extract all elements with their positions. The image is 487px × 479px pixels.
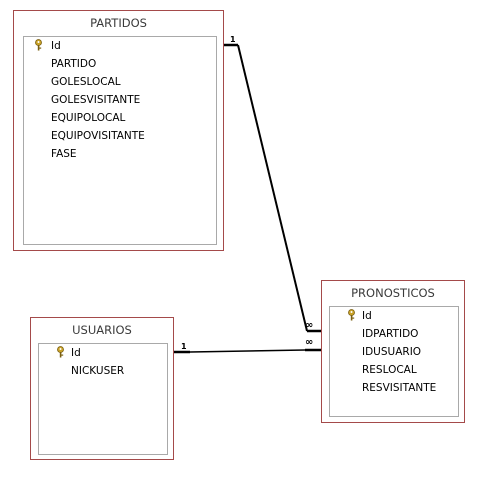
field-pronosticos-reslocal[interactable]: RESLOCAL: [362, 364, 417, 376]
field-pronosticos-idusuario[interactable]: IDUSUARIO: [362, 346, 422, 358]
field-partidos-id[interactable]: Id: [51, 40, 61, 52]
key-icon: [57, 346, 64, 358]
key-icon: [35, 39, 42, 51]
field-partidos-goleslocal[interactable]: GOLESLOCAL: [51, 76, 121, 88]
field-partidos-equipolocal[interactable]: EQUIPOLOCAL: [51, 112, 126, 124]
field-pronosticos-idpartido[interactable]: IDPARTIDO: [362, 328, 419, 340]
field-partidos-partido[interactable]: PARTIDO: [51, 58, 97, 70]
field-partidos-equipovisitante[interactable]: EQUIPOVISITANTE: [51, 130, 145, 142]
table-partidos-title: PARTIDOS: [90, 16, 147, 30]
field-usuarios-nickuser[interactable]: NICKUSER: [71, 365, 125, 377]
table-partidos[interactable]: PARTIDOS Id PARTIDO GOLESLOCAL GOLESVISI…: [13, 10, 224, 251]
table-pronosticos-title: PRONOSTICOS: [351, 286, 435, 300]
field-pronosticos-id[interactable]: Id: [362, 310, 372, 322]
usuarios-one-cardinality: 1: [181, 342, 187, 351]
relationship-partidos-pronosticos: [224, 43, 321, 333]
pronosticos-many-cardinality-usuario: ∞: [305, 337, 314, 348]
table-usuarios-title: USUARIOS: [72, 323, 132, 337]
partidos-one-cardinality: 1: [230, 35, 236, 44]
table-usuarios[interactable]: USUARIOS Id NICKUSER: [30, 317, 174, 460]
table-pronosticos-field-list[interactable]: Id IDPARTIDO IDUSUARIO RESLOCAL RESVISIT…: [329, 306, 459, 417]
table-partidos-field-list[interactable]: Id PARTIDO GOLESLOCAL GOLESVISITANTE EQU…: [23, 36, 217, 245]
key-icon: [348, 309, 355, 321]
relationship-usuarios-pronosticos: [174, 348, 321, 354]
field-pronosticos-resvisitante[interactable]: RESVISITANTE: [362, 382, 437, 394]
field-usuarios-id[interactable]: Id: [71, 347, 81, 359]
table-pronosticos[interactable]: PRONOSTICOS Id IDPARTIDO IDUSUARIO RESLO…: [321, 280, 465, 423]
table-usuarios-field-list[interactable]: Id NICKUSER: [38, 343, 168, 455]
pronosticos-many-cardinality-partido: ∞: [305, 320, 314, 331]
field-partidos-fase[interactable]: FASE: [51, 148, 77, 160]
field-partidos-golesvisitante[interactable]: GOLESVISITANTE: [51, 94, 141, 106]
